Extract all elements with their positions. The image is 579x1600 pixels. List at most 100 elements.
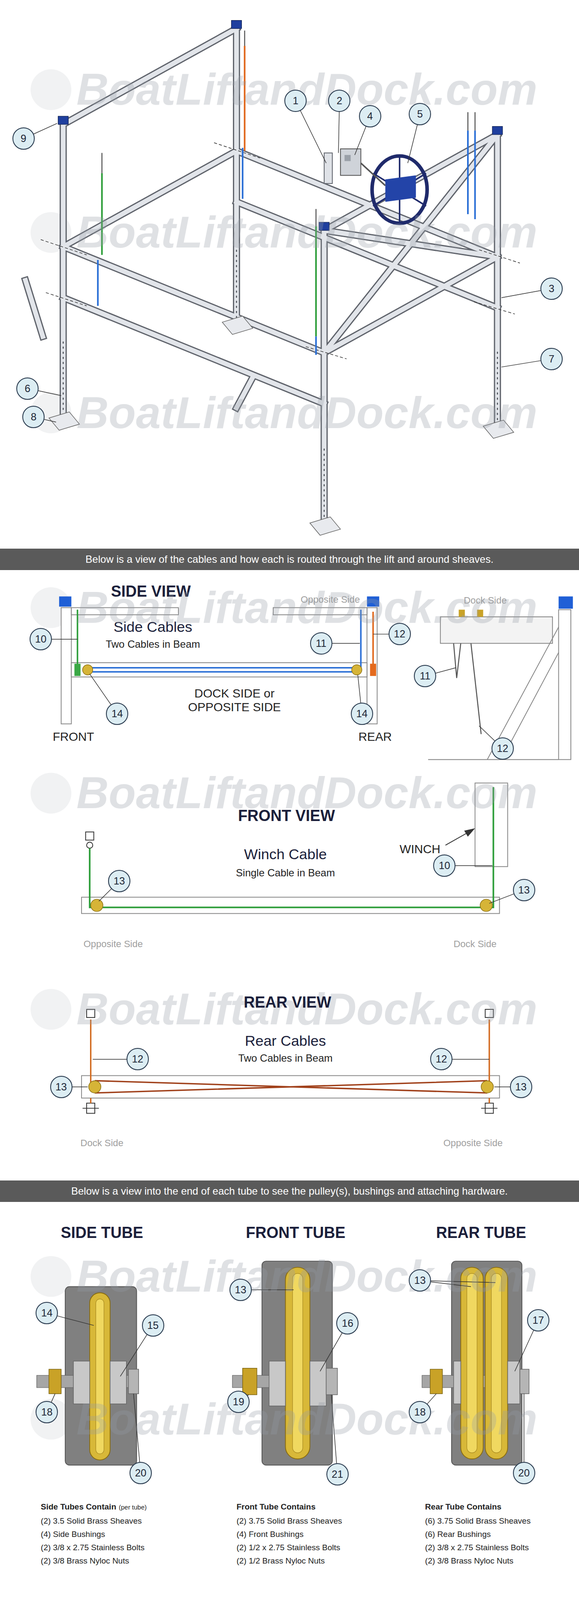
label-text: Dock Side [80,1137,124,1149]
callout-text: 13 [518,884,530,896]
callout-number: 13 [229,1278,252,1301]
callout-number: 15 [141,1314,165,1337]
rear-cables [90,1097,490,1104]
label-text: Two Cables in Beam [238,1052,333,1065]
winch-assembly [340,148,362,176]
callout-text: 13 [55,1081,67,1092]
banner-text: Below is a view into the end of each tub… [71,1185,508,1198]
callout-number: 20 [129,1461,152,1484]
label-text: Front Tube Contains [236,1501,316,1512]
leader-lines [46,1280,539,1475]
watermark-logo [30,772,72,814]
label-text: Rear Tube Contains [425,1501,502,1512]
label-text: (2) 3.75 Solid Brass Sheaves [236,1516,342,1526]
front-view-frame [86,841,93,848]
callout-number: 6 [16,377,39,400]
label-text: Rear Cables [244,1032,326,1050]
callout-text: 18 [41,1406,53,1418]
label-text: REAR TUBE [436,1223,527,1242]
label-text: Two Cables in Beam [105,638,200,651]
front-sheaves [90,898,493,912]
side-tube [128,1369,139,1394]
rear-sheaves [481,1080,494,1093]
callout-text: 9 [20,133,27,144]
foot-plates [48,411,80,431]
foot-plates [310,516,341,536]
callout-number: 14 [35,1301,58,1324]
lift-cables [102,30,476,227]
label-text: Winch Cable [244,845,327,863]
callout-text: 12 [393,628,406,640]
leader-lines [99,865,525,904]
callout-number: 3 [540,277,563,300]
rear-tube [430,1369,443,1394]
side-sheaves [82,664,94,676]
dock-side-detail [558,596,573,609]
front-tube [242,1368,257,1395]
watermark: BoatLiftandDock.com [76,582,538,634]
callout-text: 3 [548,283,555,294]
front-view-frame [81,897,500,914]
label-text: DOCK SIDE or OPPOSITE SIDE [174,686,295,715]
rear-view-frame [82,1107,498,1109]
callout-number: 12 [430,1047,453,1071]
front-sheaves [90,898,104,912]
callout-text: 7 [548,353,555,365]
label-text: REAR [358,729,393,744]
winch-assembly [324,153,333,184]
callout-text: 8 [30,411,37,423]
side-tube [48,1369,62,1394]
callout-text: 2 [336,95,343,106]
side-view-frame [71,662,367,677]
callout-number: 21 [326,1462,349,1486]
rear-sheaves [88,1080,494,1093]
banner-text: Below is a view of the cables and how ea… [85,553,494,566]
section-banner: Below is a view into the end of each tub… [0,1180,579,1202]
callout-number: 10 [29,627,52,651]
label-text: FRONT [52,729,94,744]
callout-text: 4 [367,111,373,122]
label-text: (4) Side Bushings [40,1529,106,1539]
callout-number: 14 [105,702,129,725]
callout-number: 9 [12,127,35,150]
post-caps [57,116,69,125]
callout-text: 11 [419,670,431,682]
callout-number: 17 [527,1308,550,1332]
callout-number: 13 [512,878,536,902]
side-view-frame [61,607,72,724]
winch-assembly [344,154,351,161]
front-view-frame [85,831,94,840]
cable-ends [370,663,377,676]
watermark-logo [30,989,72,1030]
callout-number: 10 [433,854,456,877]
callout-text: 18 [414,1406,426,1418]
callout-text: 16 [341,1317,354,1329]
callout-text: 13 [113,875,126,887]
leader-lines [23,100,552,423]
label-text: (4) Front Bushings [236,1529,304,1539]
callout-number: 7 [540,347,563,371]
watermark: BoatLiftandDock.com [76,1393,538,1445]
winch-assembly [360,162,386,186]
callout-number: 19 [227,1390,250,1413]
callout-number: 12 [491,737,514,760]
callout-number: 11 [413,664,437,688]
post-caps [57,20,503,231]
perforated-legs [63,249,498,518]
watermark: BoatLiftandDock.com [76,387,538,439]
leader-lines [46,1280,539,1475]
post-caps [231,20,242,29]
callout-text: 13 [414,1275,426,1286]
callout-text: 14 [355,708,368,719]
callout-number: 8 [22,405,45,429]
section-banner: Below is a view of the cables and how ea… [0,548,579,570]
watermark-logo [30,69,72,111]
callout-text: 10 [438,860,451,871]
label-text: (2) 3/8 x 2.75 Stainless Bolts [40,1542,145,1553]
watermark: BoatLiftandDock.com [76,1250,538,1303]
callout-number: 13 [509,1075,533,1098]
leader-lines [99,865,525,904]
label-text: (2) 3/8 Brass Nyloc Nuts [425,1556,514,1566]
callout-number: 12 [126,1047,149,1071]
callout-number: 12 [388,622,411,646]
